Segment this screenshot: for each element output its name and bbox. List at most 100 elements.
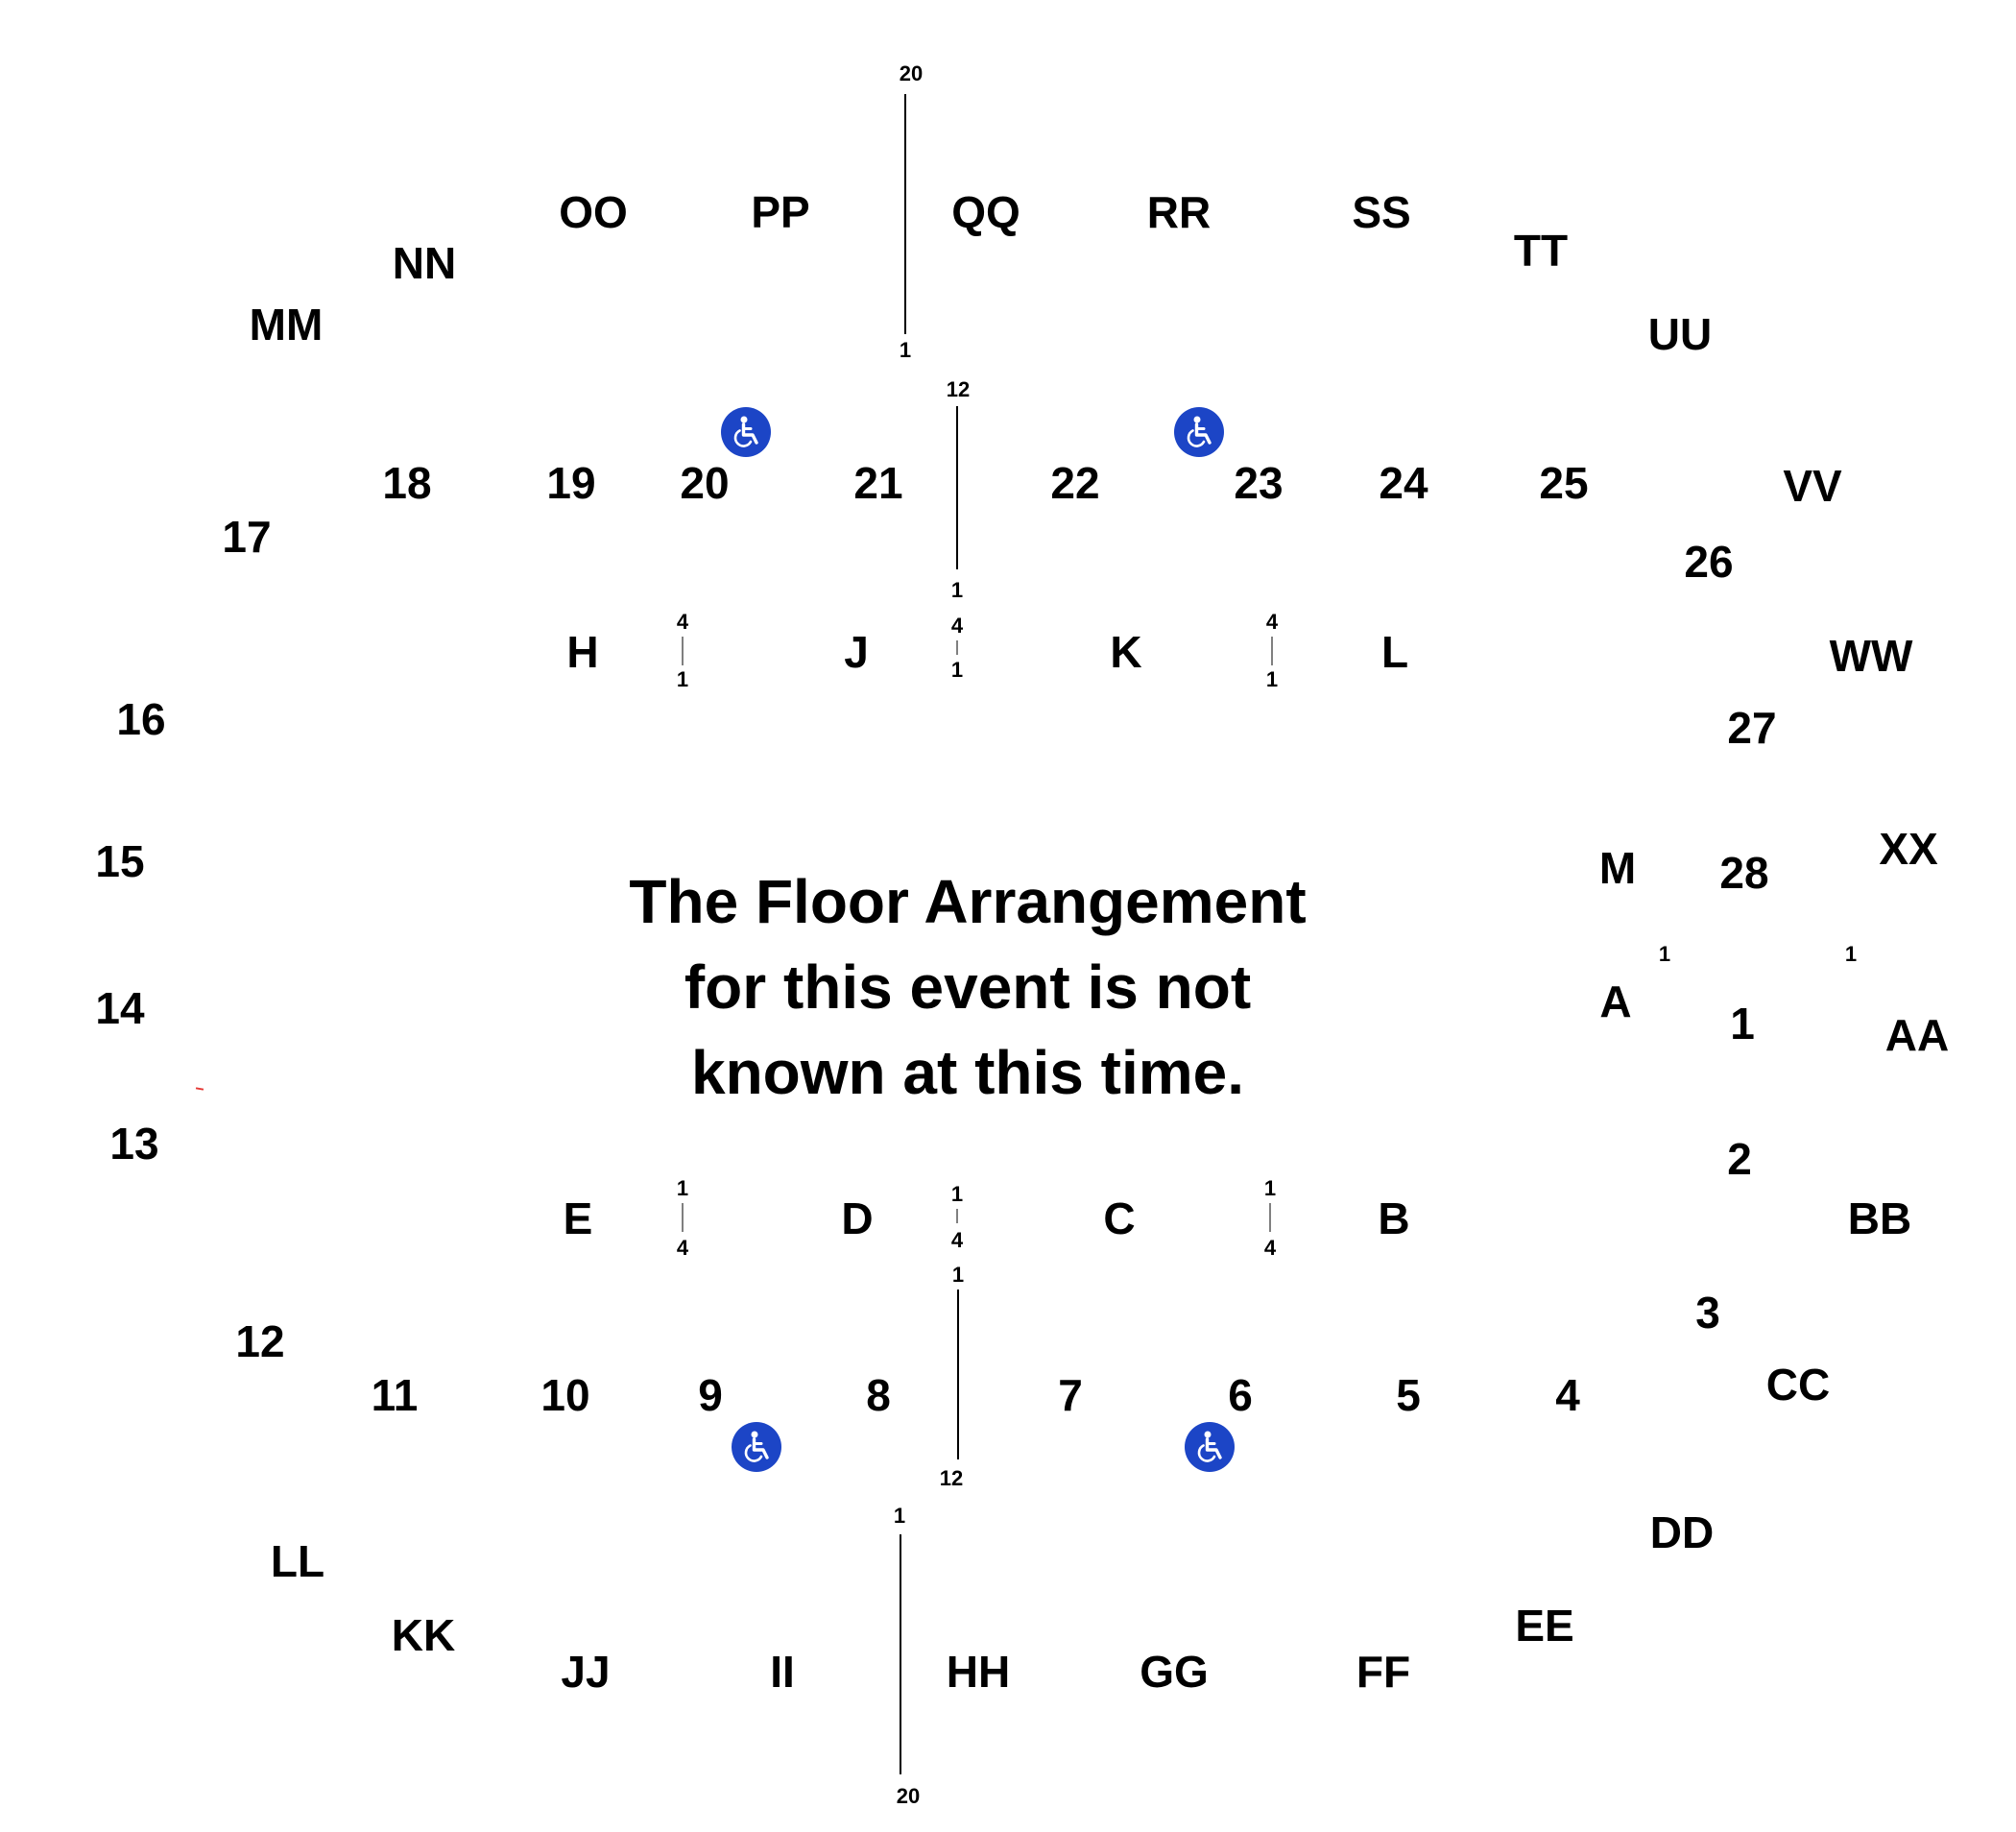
aisle-divider-line [956,640,958,655]
row-number-1: 1 [1844,942,1858,966]
section-jj[interactable]: JJ [561,1647,611,1697]
section-22[interactable]: 22 [1050,458,1100,508]
wheelchair-accessible-icon [1185,1422,1235,1472]
row-number-1: 1 [899,338,912,362]
section-pp[interactable]: PP [751,187,810,237]
section-ww[interactable]: WW [1829,631,1913,681]
section-10[interactable]: 10 [540,1370,590,1420]
section-24[interactable]: 24 [1379,458,1428,508]
floor-section-l[interactable]: L [1380,627,1409,677]
row-number-20: 20 [899,61,924,85]
row-number-4: 4 [1263,1236,1277,1260]
section-ll[interactable]: LL [270,1536,325,1586]
section-14[interactable]: 14 [95,983,145,1033]
section-12[interactable]: 12 [235,1316,285,1366]
wheelchair-accessible-icon [732,1422,781,1472]
row-number-4: 4 [950,614,964,638]
notice-line-2: for this event is not [684,952,1252,1022]
section-mm[interactable]: MM [249,300,324,350]
row-number-20: 20 [896,1784,921,1808]
section-4[interactable]: 4 [1555,1370,1580,1420]
section-oo[interactable]: OO [559,187,628,237]
row-number-1: 1 [676,1176,689,1200]
floor-section-c[interactable]: C [1103,1193,1136,1243]
notice-line-3: known at this time. [690,1038,1245,1107]
row-number-1: 1 [1263,1176,1277,1200]
row-number-12: 12 [946,377,971,401]
section-aa[interactable]: AA [1884,1010,1950,1060]
floor-section-e[interactable]: E [563,1193,593,1243]
row-number-1: 1 [893,1504,906,1528]
aisle-divider-line [682,1203,684,1232]
section-5[interactable]: 5 [1396,1370,1421,1420]
section-1[interactable]: 1 [1730,999,1755,1049]
section-bb[interactable]: BB [1847,1193,1912,1243]
section-ff[interactable]: FF [1356,1647,1411,1697]
section-13[interactable]: 13 [109,1119,159,1169]
aisle-divider-line [904,94,906,334]
section-vv[interactable]: VV [1783,461,1842,511]
section-cc[interactable]: CC [1765,1360,1831,1410]
aisle-divider-line [900,1534,901,1774]
section-26[interactable]: 26 [1684,537,1734,587]
section-ee[interactable]: EE [1515,1601,1574,1651]
section-qq[interactable]: QQ [951,187,1020,237]
section-nn[interactable]: NN [392,238,457,288]
section-8[interactable]: 8 [866,1370,891,1420]
section-7[interactable]: 7 [1058,1370,1083,1420]
section-hh[interactable]: HH [946,1647,1011,1697]
floor-section-k[interactable]: K [1110,627,1142,677]
section-dd[interactable]: DD [1649,1507,1715,1557]
floor-section-b[interactable]: B [1378,1193,1410,1243]
aisle-divider-line [682,637,684,665]
section-3[interactable]: 3 [1695,1288,1720,1338]
section-uu[interactable]: UU [1647,309,1713,359]
section-18[interactable]: 18 [382,458,432,508]
row-number-1: 1 [950,578,964,602]
row-number-1: 1 [1658,942,1671,966]
section-9[interactable]: 9 [698,1370,723,1420]
row-number-1: 1 [950,658,964,682]
aisle-divider-line [1271,637,1273,665]
section-27[interactable]: 27 [1727,703,1777,753]
row-number-4: 4 [676,610,689,634]
section-25[interactable]: 25 [1539,458,1589,508]
aisle-divider-line [956,1209,958,1223]
row-number-1: 1 [676,667,689,691]
wheelchair-accessible-icon [721,407,771,457]
floor-section-d[interactable]: D [841,1193,874,1243]
section-kk[interactable]: KK [391,1610,456,1660]
section-19[interactable]: 19 [546,458,596,508]
section-23[interactable]: 23 [1234,458,1284,508]
floor-arrangement-notice: The Floor Arrangement for this event is … [536,859,1400,1116]
aisle-divider-line [956,406,958,569]
floor-section-j[interactable]: J [844,627,869,677]
row-number-4: 4 [1265,610,1279,634]
section-ii[interactable]: II [770,1647,795,1697]
aisle-divider-line [1269,1203,1271,1232]
section-21[interactable]: 21 [853,458,903,508]
row-number-4: 4 [950,1228,964,1252]
section-rr[interactable]: RR [1146,187,1212,237]
notice-line-1: The Floor Arrangement [629,867,1307,936]
section-tt[interactable]: TT [1513,226,1569,276]
section-2[interactable]: 2 [1727,1134,1752,1184]
section-28[interactable]: 28 [1719,848,1769,898]
section-gg[interactable]: GG [1140,1647,1209,1697]
floor-section-h[interactable]: H [566,627,599,677]
row-number-1: 1 [951,1263,965,1287]
row-number-12: 12 [939,1466,964,1490]
section-16[interactable]: 16 [116,694,166,744]
section-xx[interactable]: XX [1879,824,1938,874]
section-6[interactable]: 6 [1228,1370,1253,1420]
section-20[interactable]: 20 [680,458,730,508]
section-15[interactable]: 15 [95,836,145,886]
wheelchair-accessible-icon [1174,407,1224,457]
row-number-4: 4 [676,1236,689,1260]
section-11[interactable]: 11 [371,1370,419,1420]
section-17[interactable]: 17 [222,512,272,562]
section-ss[interactable]: SS [1352,187,1411,237]
stray-mark [195,1087,204,1091]
floor-section-m[interactable]: M [1598,843,1637,893]
floor-section-a[interactable]: A [1599,976,1632,1026]
